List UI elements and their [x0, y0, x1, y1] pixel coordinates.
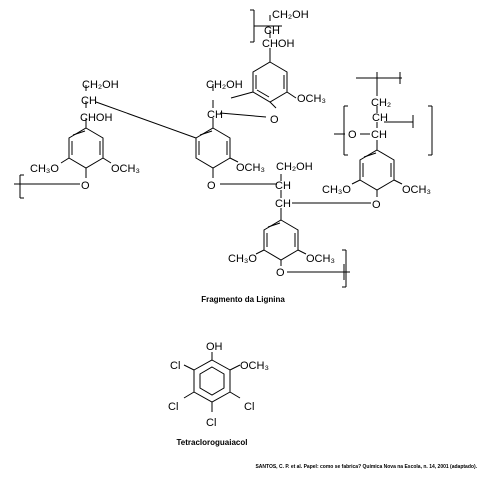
label-ch2oh-mid: CH₂OH — [206, 79, 243, 91]
label-ch-right: CH — [372, 112, 388, 124]
label-och3-mid: OCH₃ — [236, 162, 265, 174]
label-cl-left: Cl — [168, 401, 178, 413]
label-o-left: O — [81, 180, 90, 192]
right-chain-bonds — [292, 72, 433, 204]
label-ch3o-right: CH₃O — [322, 184, 351, 196]
ring-bottom — [263, 219, 299, 261]
source-citation: SANTOS, C. P. et al. Papel: como se fabr… — [255, 464, 477, 470]
left-chain-bonds — [14, 85, 112, 199]
label-o-mid-bottom: O — [207, 180, 216, 192]
lignin-caption: Fragmento da Lignina — [201, 295, 285, 304]
lignin-structure: CH₂OH CH CHOH OCH₃ O CH₂OH CH OCH₃ O — [14, 9, 433, 304]
label-cl-top-left: Cl — [170, 360, 180, 372]
label-och3-left: OCH₃ — [111, 163, 140, 175]
label-ch-low-b: CH — [275, 198, 291, 210]
label-ch-low: CH — [275, 180, 291, 192]
label-o-ring-mid: O — [270, 114, 279, 126]
middle-chain-bonds — [95, 84, 277, 185]
label-ch-left: CH — [81, 95, 97, 107]
label-ch3o-low: CH₃O — [228, 253, 257, 265]
bottom-chain-bonds — [255, 174, 350, 288]
ring-left — [68, 127, 104, 169]
label-och3-guaiacol: OCH₃ — [240, 360, 269, 372]
ring-middle — [195, 127, 231, 169]
ring-right — [359, 149, 395, 191]
label-cl-right: Cl — [244, 401, 254, 413]
top-chain-bonds — [230, 9, 297, 109]
ring-guaiacol — [183, 352, 241, 412]
label-ch2oh-top: CH₂OH — [272, 9, 309, 21]
label-o-low: O — [276, 267, 285, 279]
label-ch3o-left: CH₃O — [30, 163, 59, 175]
label-ch2oh-low: CH₂OH — [276, 161, 313, 173]
label-choh-left: CHOH — [80, 112, 112, 124]
label-ch-right-b: CH — [371, 129, 387, 141]
label-o-right: O — [372, 199, 381, 211]
label-ch-mid: CH — [207, 109, 223, 121]
label-och3-low: OCH₃ — [306, 253, 335, 265]
label-ch2-right: CH₂ — [371, 97, 391, 109]
label-cl-bottom: Cl — [206, 417, 216, 429]
guaiacol-caption: Tetracloroguaiacol — [177, 438, 248, 447]
label-oh: OH — [206, 341, 223, 353]
label-o-right-chain: O — [348, 129, 357, 141]
label-och3-right: OCH₃ — [402, 184, 431, 196]
guaiacol-structure: OH OCH₃ Cl Cl Cl Cl Tetracloroguaiacol — [168, 341, 269, 447]
ring-top — [252, 61, 288, 103]
label-ch2oh-left: CH₂OH — [82, 79, 119, 91]
label-choh-top: CHOH — [262, 38, 294, 50]
label-och3-top: OCH₃ — [297, 93, 326, 105]
label-ch-top: CH — [264, 25, 280, 37]
